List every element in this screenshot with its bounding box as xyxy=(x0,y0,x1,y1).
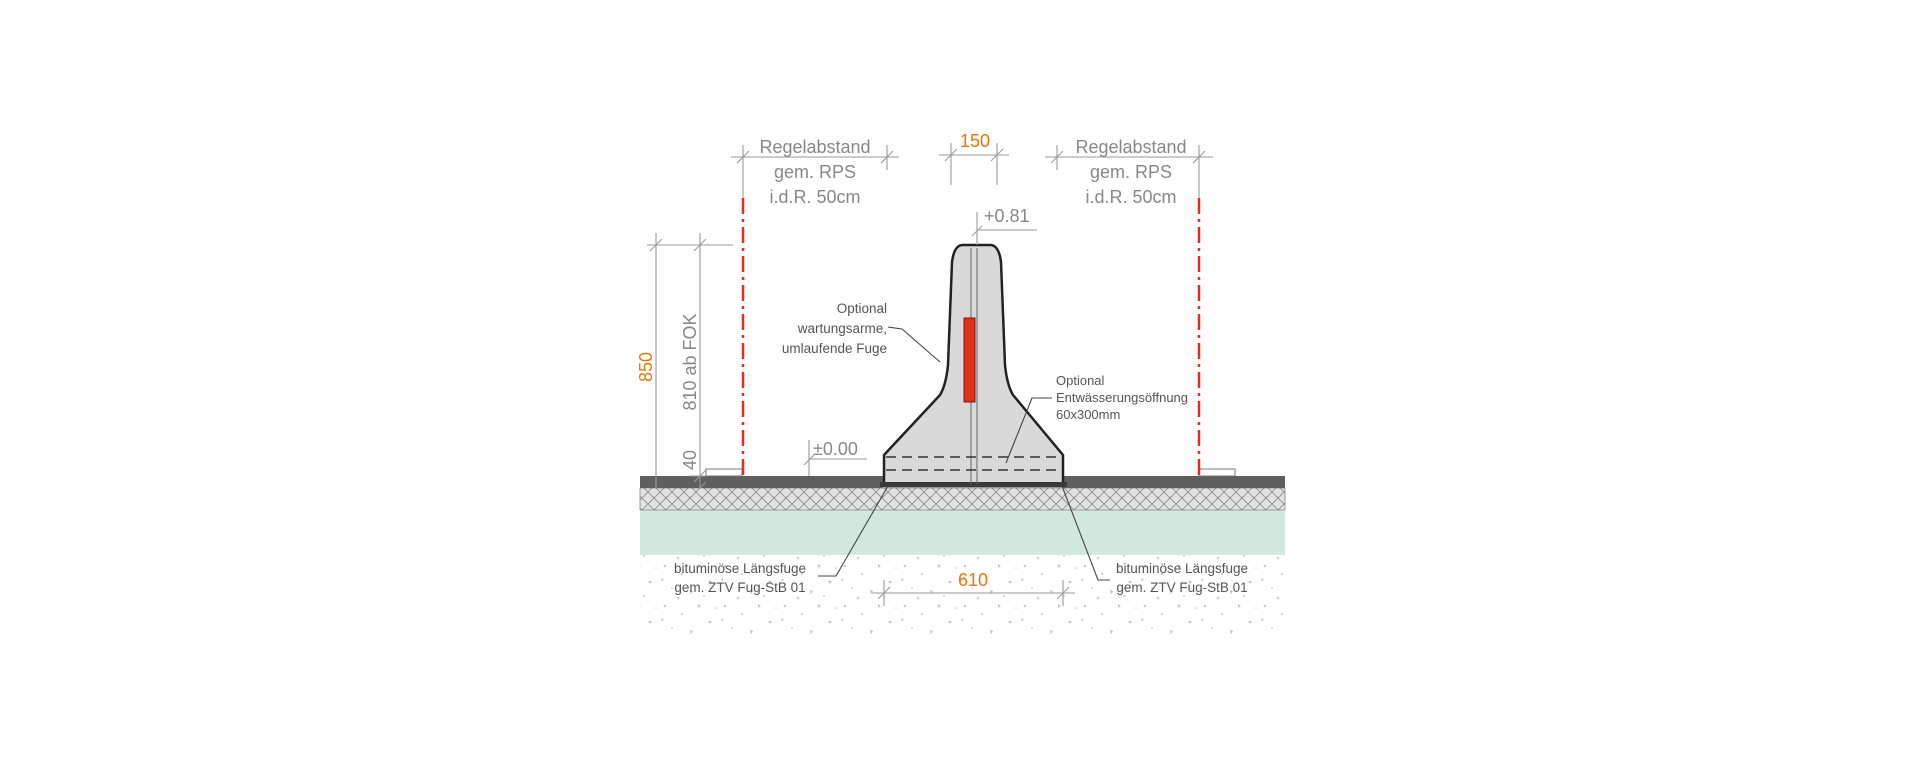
drain-note-line1: Optional xyxy=(1056,373,1105,388)
drain-leader xyxy=(1005,397,1052,464)
red-reflector xyxy=(963,317,976,403)
bitumen-left-line1: bituminöse Längsfuge xyxy=(674,561,806,576)
drain-note-line3: 60x300mm xyxy=(1056,407,1120,422)
asphalt-surface-right xyxy=(1063,476,1285,488)
note-leaders xyxy=(818,326,1110,581)
regelabstand-left-line2: gem. RPS xyxy=(774,162,856,182)
concrete-barrier xyxy=(880,243,1067,488)
regelabstand-right-line3: i.d.R. 50cm xyxy=(1085,187,1176,207)
curb-marker-right xyxy=(1198,468,1236,477)
dimension-lines xyxy=(647,143,1213,606)
fuge-note-line2: wartungsarme, xyxy=(797,321,887,336)
fuge-note-line1: Optional xyxy=(837,301,887,316)
fuge-leader xyxy=(887,326,941,363)
hatched-base-layer xyxy=(639,487,1286,511)
barrier-foot-seal xyxy=(880,482,1067,487)
regelabstand-left-line3: i.d.R. 50cm xyxy=(769,187,860,207)
bitumen-leader-right xyxy=(1061,485,1110,581)
gravel-subsoil-layer xyxy=(640,554,1285,634)
bitumen-right-line1: bituminöse Längsfuge xyxy=(1116,561,1248,576)
bitumen-leader-left xyxy=(818,485,889,577)
regelabstand-left-line1: Regelabstand xyxy=(759,137,870,157)
base-width-dimension: 610 xyxy=(958,570,988,590)
text-labels: Regelabstand gem. RPS i.d.R. 50cm Regela… xyxy=(636,131,1248,595)
height-base-dimension: 40 xyxy=(680,450,700,470)
height-fok-dimension: 810 ab FOK xyxy=(680,313,700,410)
asphalt-surface-left xyxy=(640,476,883,488)
curb-marker-left xyxy=(705,468,743,477)
safety-distance-lines xyxy=(741,198,1201,476)
total-height-dimension: 850 xyxy=(636,352,656,382)
top-width-dimension: 150 xyxy=(960,131,990,151)
height-top-level: +0.81 xyxy=(984,206,1030,226)
ground-layers xyxy=(639,468,1286,634)
regelabstand-right-line1: Regelabstand xyxy=(1075,137,1186,157)
subbase-green-layer xyxy=(640,509,1285,555)
height-zero-level: ±0.00 xyxy=(813,439,858,459)
drain-note-line2: Entwässerungsöffnung xyxy=(1056,390,1188,405)
bitumen-right-line2: gem. ZTV Fug-StB 01 xyxy=(1116,580,1247,595)
regelabstand-right-line2: gem. RPS xyxy=(1090,162,1172,182)
bitumen-left-line2: gem. ZTV Fug-StB 01 xyxy=(674,580,805,595)
fuge-note-line3: umlaufende Fuge xyxy=(782,341,887,356)
